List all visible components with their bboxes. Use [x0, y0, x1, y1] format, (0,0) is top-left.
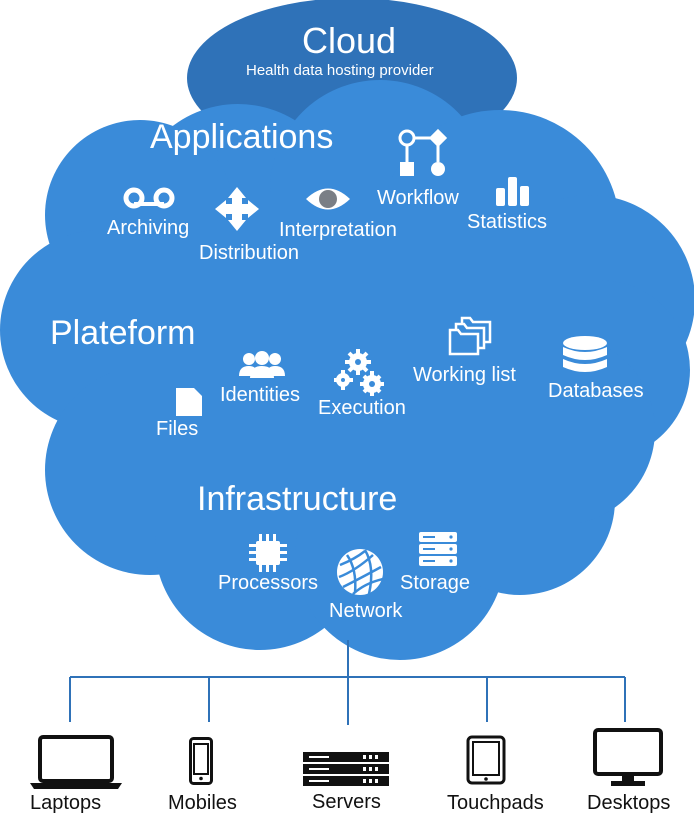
laptop-icon — [30, 735, 122, 789]
tablet-icon — [466, 735, 506, 785]
databases-label: Databases — [548, 380, 644, 402]
mobile-phone-icon — [189, 737, 213, 785]
desktop-monitor-icon — [593, 728, 663, 786]
chip-icon — [249, 534, 287, 572]
server-icon — [303, 752, 389, 786]
server-rack-icon — [419, 532, 457, 566]
file-icon — [176, 388, 202, 416]
laptops-label: Laptops — [30, 792, 102, 814]
voicemail-icon — [123, 187, 175, 209]
bar-chart-icon — [496, 177, 529, 206]
network-label: Network — [329, 600, 403, 622]
users-icon — [239, 351, 285, 378]
cloud-subtitle: Health data hosting provider — [246, 62, 434, 79]
mobiles-label: Mobiles — [168, 792, 237, 814]
distribution-label: Distribution — [199, 242, 300, 264]
interpretation-label: Interpretation — [279, 219, 397, 241]
cloud-title: Cloud — [302, 20, 397, 61]
servers-label: Servers — [312, 791, 381, 813]
eye-icon — [306, 188, 350, 210]
working-list-label: Working list — [413, 364, 516, 386]
storage-label: Storage — [400, 572, 471, 594]
infrastructure-title: Infrastructure — [197, 480, 398, 518]
platform-title: Plateform — [50, 314, 196, 352]
applications-title: Applications — [150, 118, 334, 156]
identities-label: Identities — [220, 384, 301, 406]
move-arrows-icon — [215, 187, 259, 231]
workflow-label: Workflow — [377, 187, 459, 209]
statistics-label: Statistics — [467, 211, 548, 233]
processors-label: Processors — [218, 572, 319, 594]
desktops-label: Desktops — [587, 792, 671, 814]
execution-label: Execution — [318, 397, 406, 419]
gears-icon — [334, 349, 384, 396]
database-icon — [563, 336, 607, 372]
globe-network-icon — [337, 549, 384, 595]
folders-icon — [448, 316, 492, 356]
touchpads-label: Touchpads — [447, 792, 544, 814]
archiving-label: Archiving — [107, 217, 190, 239]
workflow-icon — [398, 128, 448, 176]
files-label: Files — [156, 418, 199, 440]
